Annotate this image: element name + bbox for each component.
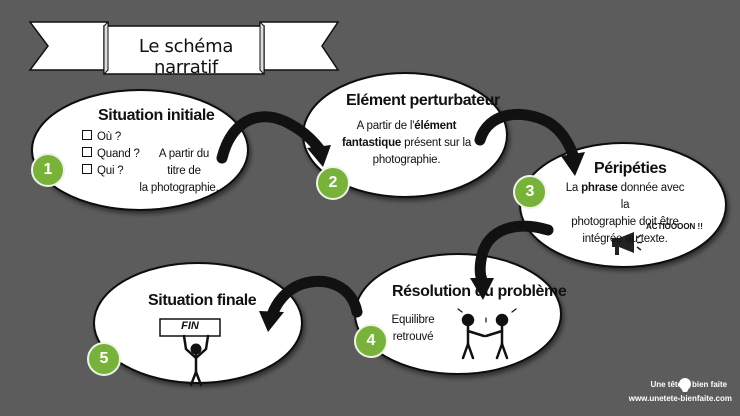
step2-text-a: A partir de l' bbox=[356, 120, 415, 132]
step2-body: A partir de l'élément fantastique présen… bbox=[334, 118, 479, 169]
step2-text-bold-b: fantastique bbox=[341, 137, 402, 149]
credit-line1b: bien faite bbox=[692, 380, 728, 389]
step2-badge: 2 bbox=[316, 166, 350, 200]
fin-sign-figure-icon bbox=[159, 318, 221, 387]
step3-text-d: intégrée au texte. bbox=[582, 233, 668, 245]
credit-line1a: Une tête bbox=[650, 380, 682, 389]
step3-text-c: photographie doit être bbox=[571, 216, 679, 228]
step4-heading: Résolution du problème bbox=[392, 283, 567, 300]
step3-body: La phrase donnée avec la photographie do… bbox=[560, 180, 690, 248]
arrow-4-to-5 bbox=[259, 275, 363, 332]
step4-ellipse bbox=[354, 253, 562, 375]
step1-badge: 1 bbox=[31, 153, 65, 187]
step3-badge: 3 bbox=[513, 175, 547, 209]
step2-heading: Elément perturbateur bbox=[346, 92, 500, 109]
credit-url: www.unetete-bienfaite.com bbox=[628, 394, 732, 403]
step4-text-a: Equilibre bbox=[391, 314, 435, 326]
step1-question-who-label: Qui ? bbox=[97, 165, 124, 177]
step1-question-who: Qui ? bbox=[82, 163, 152, 180]
step2-text-c: photographie. bbox=[372, 154, 441, 166]
step1-question-where-label: Où ? bbox=[97, 131, 122, 143]
step3-action-label: ACTIOOOON !! bbox=[646, 222, 703, 231]
step1-heading: Situation initiale bbox=[98, 107, 215, 124]
step5-heading: Situation finale bbox=[148, 292, 257, 309]
arrow-1-to-2 bbox=[216, 111, 331, 167]
step1-questions: Où ? Quand ? Qui ? bbox=[82, 129, 152, 180]
fin-sign-label: FIN bbox=[181, 320, 199, 332]
step2-text-b: présent sur la bbox=[401, 137, 472, 149]
step1-note-line3: la photographie. bbox=[139, 182, 219, 194]
step1-question-when: Quand ? bbox=[82, 146, 152, 163]
credit-logo-icon bbox=[679, 378, 691, 392]
step3-text-b: donnée avec la bbox=[617, 182, 685, 211]
step3-text-a: La bbox=[565, 182, 582, 194]
step2-text-bold-a: élément bbox=[414, 120, 457, 132]
title-banner bbox=[28, 20, 340, 76]
page-title: Le schéma narratif bbox=[138, 36, 234, 78]
step1-note: A partir du titre de la photographie. bbox=[134, 146, 224, 197]
step4-text-b: retrouvé bbox=[392, 331, 434, 343]
step1-note-line2: titre de bbox=[167, 165, 201, 177]
handshake-figures-icon bbox=[457, 308, 517, 360]
step4-badge: 4 bbox=[354, 324, 388, 358]
step1-question-where: Où ? bbox=[82, 129, 152, 146]
step5-badge: 5 bbox=[87, 342, 121, 376]
step4-body: Equilibre retrouvé bbox=[388, 312, 438, 346]
step1-question-when-label: Quand ? bbox=[97, 148, 140, 160]
step1-ellipse bbox=[31, 89, 249, 211]
arrow-3-to-4 bbox=[470, 220, 554, 300]
megaphone-icon bbox=[612, 232, 642, 255]
step3-text-bold: phrase bbox=[581, 182, 618, 194]
step3-heading: Péripéties bbox=[594, 160, 667, 177]
checkbox-icon bbox=[82, 130, 92, 140]
step1-note-line1: A partir du bbox=[158, 148, 210, 160]
checkbox-icon bbox=[82, 147, 92, 157]
arrow-2-to-3 bbox=[474, 109, 585, 176]
checkbox-icon bbox=[82, 164, 92, 174]
